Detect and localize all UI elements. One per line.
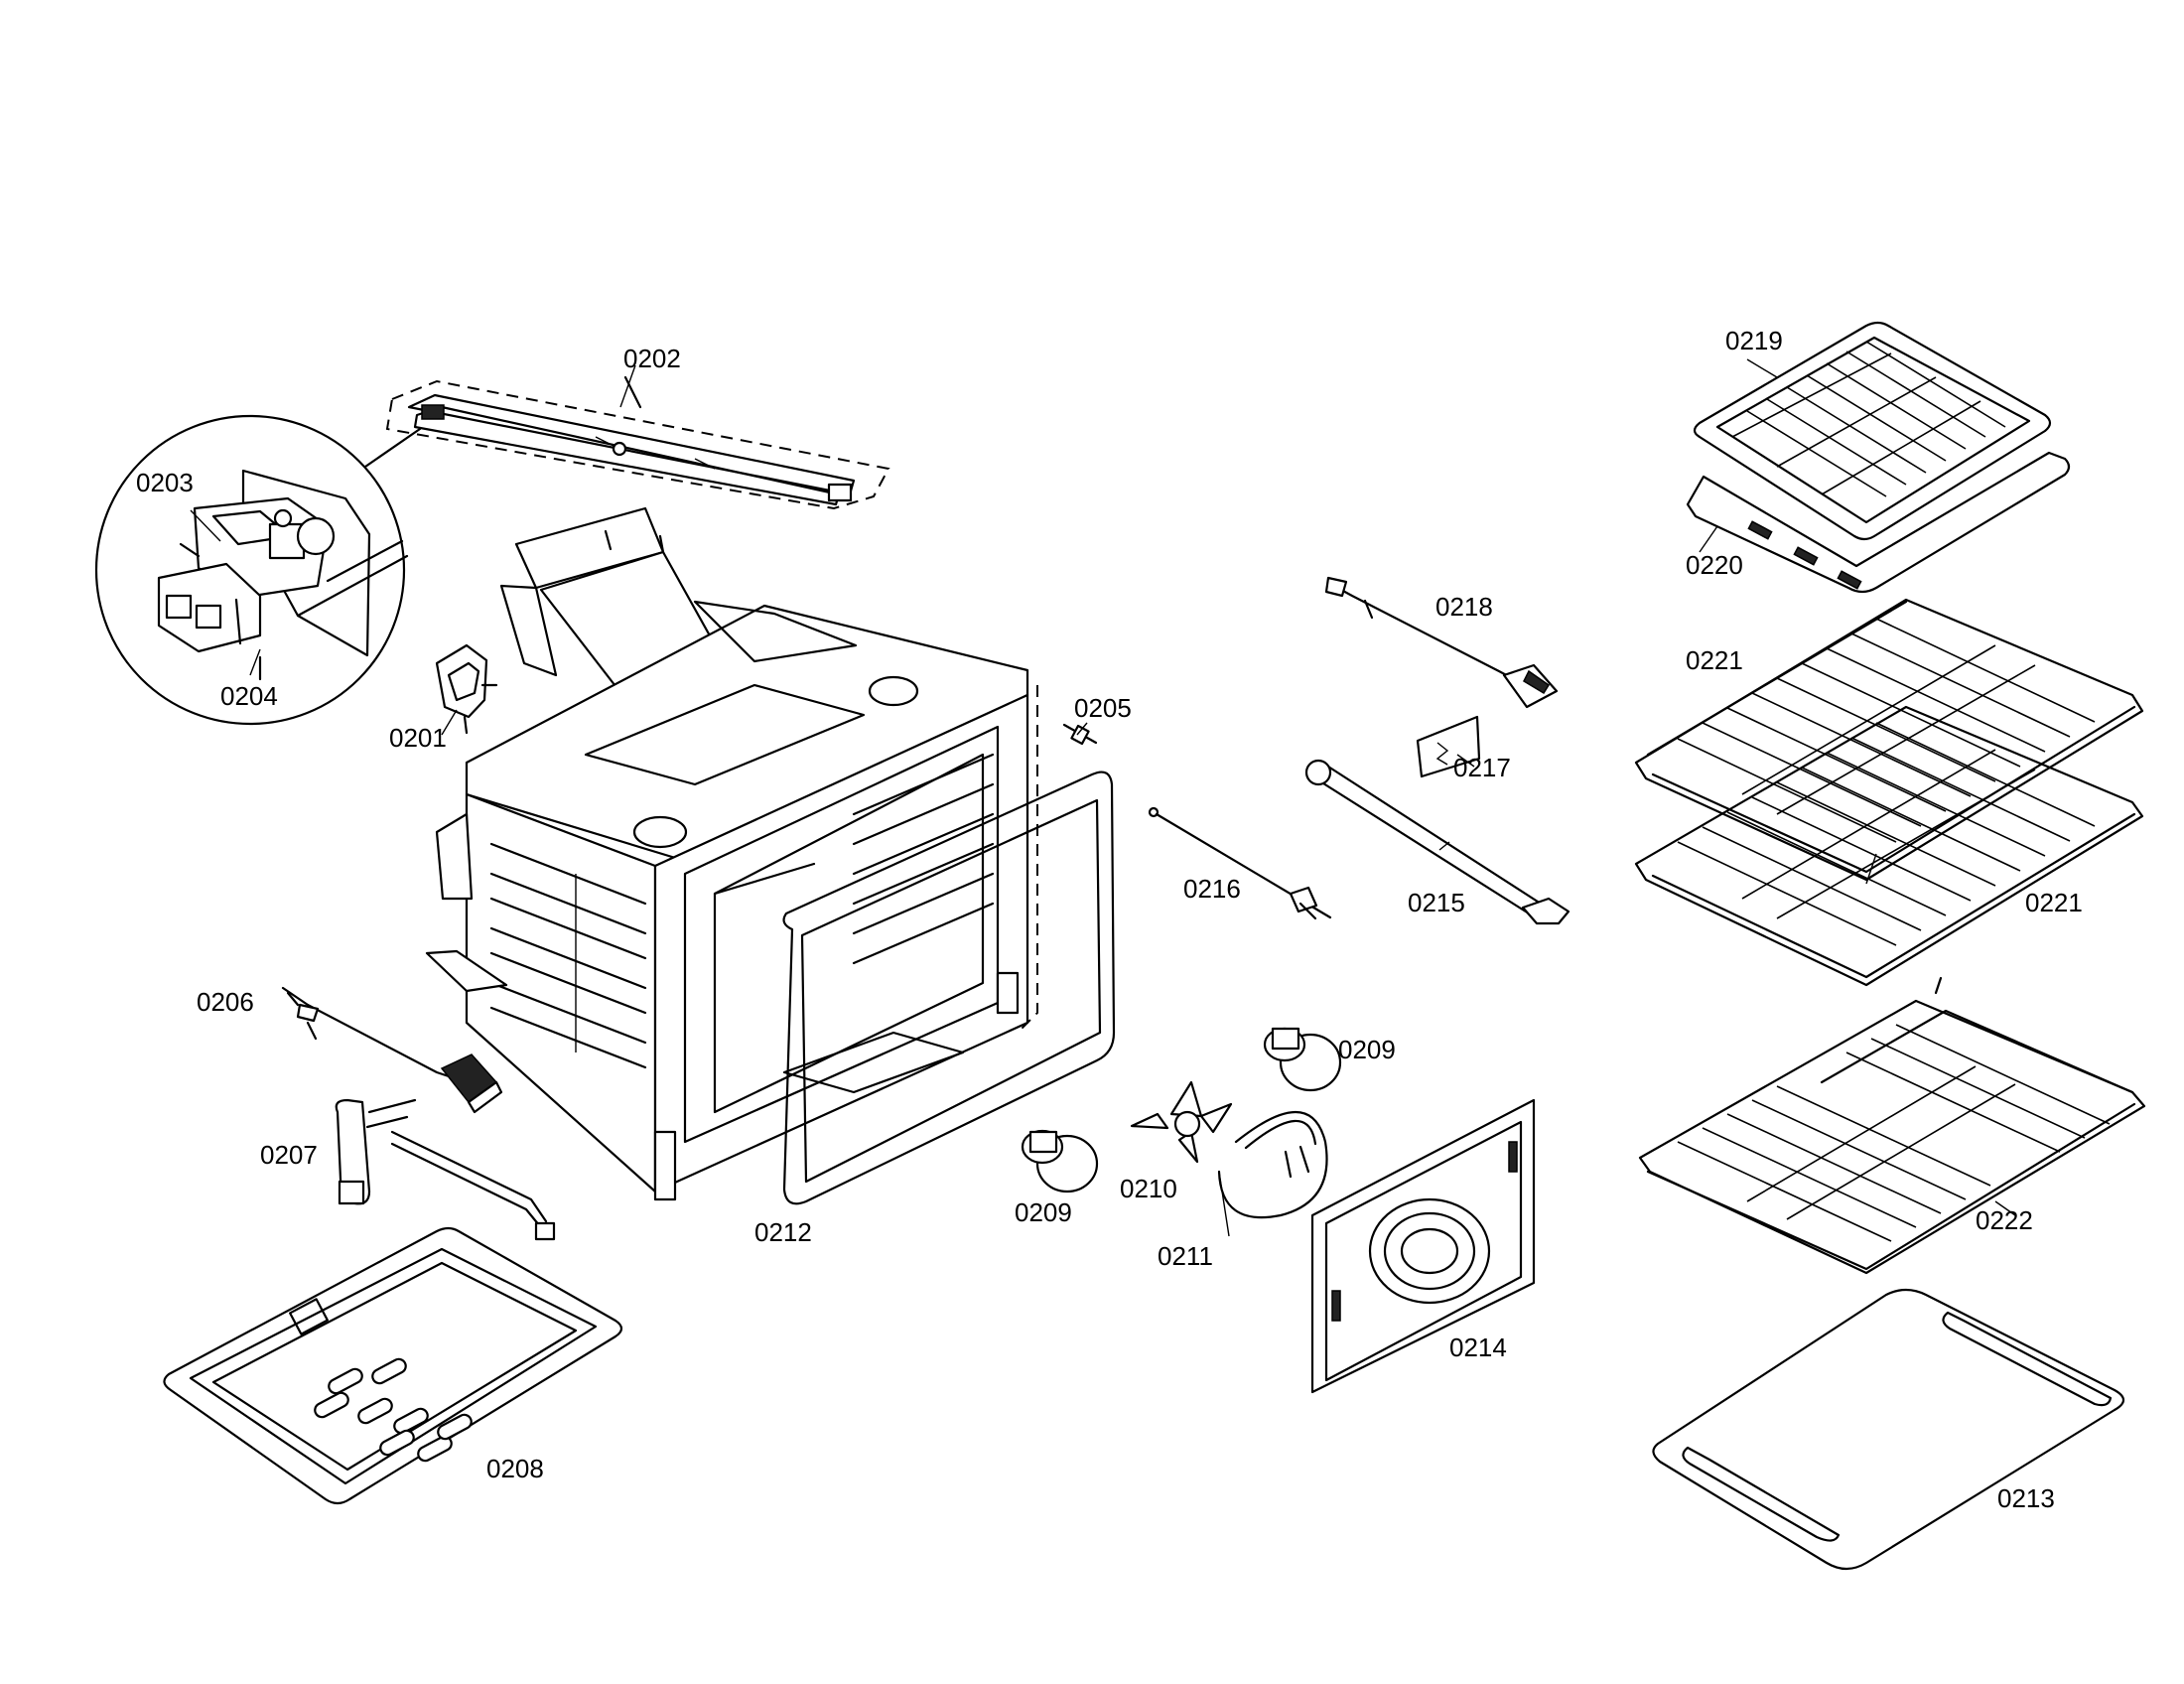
label-0209b: 0209 (1338, 1035, 1396, 1064)
part-0209a-drawing (1021, 1129, 1099, 1193)
label-0208: 0208 (486, 1454, 544, 1483)
detail-circle-0203-0204 (94, 414, 422, 726)
part-0207-drawing (335, 1098, 556, 1241)
part-0221a-drawing (1634, 598, 2144, 882)
label-0217: 0217 (1453, 753, 1511, 782)
part-0217-drawing (1416, 715, 1481, 778)
part-0205-drawing (1062, 723, 1098, 746)
part-0219-drawing (1693, 321, 2052, 541)
part-0208-drawing (163, 1226, 623, 1505)
part-0216-drawing (1148, 806, 1332, 920)
part-0212-drawing (782, 771, 1116, 1205)
part-0215-drawing (1304, 759, 1570, 925)
part-0211-drawing (1217, 1110, 1328, 1237)
label-0201: 0201 (389, 723, 447, 753)
part-0210-drawing (1130, 1080, 1233, 1164)
label-0218: 0218 (1435, 592, 1493, 622)
label-0205: 0205 (1074, 693, 1132, 723)
part-0218-drawing (1324, 576, 1559, 709)
part-0220-drawing (1686, 451, 2071, 594)
label-0213: 0213 (1997, 1483, 2055, 1513)
label-0211: 0211 (1158, 1241, 1213, 1271)
label-0222: 0222 (1976, 1205, 2033, 1235)
label-0206: 0206 (197, 987, 254, 1017)
label-0202: 0202 (623, 344, 681, 373)
label-0215: 0215 (1408, 888, 1465, 917)
part-0222-drawing (1638, 976, 2146, 1275)
oven-cavity-drawing (425, 506, 1038, 1201)
label-0220: 0220 (1686, 550, 1743, 580)
label-0204: 0204 (220, 681, 278, 711)
part-0221b-drawing (1634, 705, 2144, 987)
label-0207: 0207 (260, 1140, 318, 1170)
label-0214: 0214 (1449, 1333, 1507, 1362)
part-0202-drawing (385, 375, 890, 510)
label-0212: 0212 (754, 1217, 812, 1247)
part-0213-drawing (1652, 1288, 2125, 1571)
label-0209a: 0209 (1015, 1197, 1072, 1227)
label-0203: 0203 (136, 468, 194, 497)
leader-lines (190, 358, 2016, 1216)
part-0201-drawing (435, 643, 498, 735)
part-0209b-drawing (1263, 1027, 1342, 1092)
label-0210: 0210 (1120, 1174, 1177, 1203)
label-0221a: 0221 (1686, 645, 1743, 675)
part-0206-drawing (281, 986, 503, 1114)
label-0219: 0219 (1725, 326, 1783, 355)
part-0214-drawing (1310, 1098, 1536, 1394)
part-labels: 0202 0203 0204 0201 0205 0206 0207 0208 … (136, 326, 2083, 1513)
label-0216: 0216 (1183, 874, 1241, 904)
label-0221b: 0221 (2025, 888, 2083, 917)
